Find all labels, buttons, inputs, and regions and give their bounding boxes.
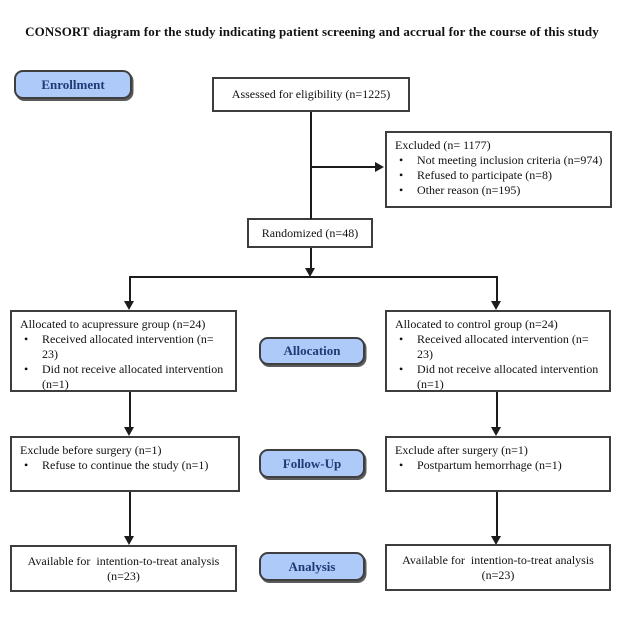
stage-label-follow-up: Follow-Up xyxy=(259,449,365,478)
exclude-before-surgery-bullet-list: Refuse to continue the study (n=1) xyxy=(18,458,233,473)
connector-to-excluded xyxy=(311,166,375,168)
excluded-bullet: Other reason (n=195) xyxy=(393,183,605,198)
exclude-after-surgery-box: Exclude after surgery (n=1) Postpartum h… xyxy=(385,436,611,492)
stage-label-enrollment-text: Enrollment xyxy=(41,76,105,92)
assessed-text: Assessed for eligibility (n=1225) xyxy=(231,87,391,101)
assessed-for-eligibility-box: Assessed for eligibility (n=1225) xyxy=(212,77,410,112)
itt-analysis-left-box: Available for intention-to-treat analysi… xyxy=(10,545,237,592)
allocated-control-bullet: Did not receive allocated intervention (… xyxy=(393,362,604,392)
randomized-box: Randomized (n=48) xyxy=(247,218,373,248)
diagram-title: CONSORT diagram for the study indicating… xyxy=(25,24,599,39)
allocated-control-box: Allocated to control group (n=24) Receiv… xyxy=(385,310,611,392)
exclude-before-surgery-title: Exclude before surgery (n=1) xyxy=(20,443,162,457)
arrowhead-down-analysis-right-icon xyxy=(491,536,501,545)
arrowhead-down-followup-left-icon xyxy=(124,427,134,436)
excluded-bullet: Not meeting inclusion criteria (n=974) xyxy=(393,153,605,168)
itt-analysis-right-box: Available for intention-to-treat analysi… xyxy=(385,544,611,591)
allocated-acupressure-box: Allocated to acupressure group (n=24) Re… xyxy=(10,310,237,392)
connector-split-horizontal xyxy=(129,276,498,278)
excluded-title: Excluded (n= 1177) xyxy=(395,138,491,152)
connector-acupressure-to-followup xyxy=(129,392,131,428)
connector-split-to-acupressure xyxy=(129,277,131,302)
itt-analysis-right-line2: (n=23) xyxy=(481,567,515,582)
arrowhead-down-control-icon xyxy=(491,301,501,310)
arrowhead-down-acupressure-icon xyxy=(124,301,134,310)
allocated-acupressure-bullet-list: Received allocated intervention (n= 23) … xyxy=(18,332,230,392)
arrowhead-down-followup-right-icon xyxy=(491,427,501,436)
stage-label-follow-up-text: Follow-Up xyxy=(282,455,342,471)
stage-label-allocation: Allocation xyxy=(259,337,365,365)
exclude-before-surgery-box: Exclude before surgery (n=1) Refuse to c… xyxy=(10,436,240,492)
stage-label-allocation-text: Allocation xyxy=(283,343,341,358)
connector-control-to-followup xyxy=(496,392,498,428)
itt-analysis-right-line1: Available for intention-to-treat analysi… xyxy=(402,552,594,567)
connector-followup-to-analysis-left xyxy=(129,492,131,537)
allocated-acupressure-bullet: Received allocated intervention (n= 23) xyxy=(18,332,230,362)
randomized-text: Randomized (n=48) xyxy=(261,225,359,240)
itt-analysis-left-line2: (n=23) xyxy=(107,568,140,583)
allocated-control-bullet: Received allocated intervention (n= 23) xyxy=(393,332,604,362)
connector-followup-to-analysis-right xyxy=(496,492,498,537)
exclude-after-surgery-bullet: Postpartum hemorrhage (n=1) xyxy=(393,458,604,473)
allocated-control-title: Allocated to control group (n=24) xyxy=(395,317,558,331)
arrowhead-down-split-icon xyxy=(305,268,315,277)
exclude-before-surgery-bullet: Refuse to continue the study (n=1) xyxy=(18,458,233,473)
excluded-bullet: Refused to participate (n=8) xyxy=(393,168,605,183)
connector-split-to-control xyxy=(496,277,498,302)
allocated-control-bullet-list: Received allocated intervention (n= 23) … xyxy=(393,332,604,392)
stage-label-enrollment: Enrollment xyxy=(14,70,132,99)
allocated-acupressure-bullet: Did not receive allocated intervention (… xyxy=(18,362,230,392)
arrowhead-down-analysis-left-icon xyxy=(124,536,134,545)
exclude-after-surgery-title: Exclude after surgery (n=1) xyxy=(395,443,528,457)
allocated-acupressure-title: Allocated to acupressure group (n=24) xyxy=(20,317,206,331)
connector-assessed-to-randomized xyxy=(310,112,312,219)
exclude-after-surgery-bullet-list: Postpartum hemorrhage (n=1) xyxy=(393,458,604,473)
connector-randomized-down xyxy=(310,248,312,269)
itt-analysis-left-line1: Available for intention-to-treat analysi… xyxy=(27,553,220,568)
stage-label-analysis: Analysis xyxy=(259,552,365,581)
stage-label-analysis-text: Analysis xyxy=(288,558,336,574)
excluded-box: Excluded (n= 1177) Not meeting inclusion… xyxy=(385,131,612,208)
arrowhead-right-excluded-icon xyxy=(375,162,384,172)
excluded-bullet-list: Not meeting inclusion criteria (n=974) R… xyxy=(393,153,605,198)
